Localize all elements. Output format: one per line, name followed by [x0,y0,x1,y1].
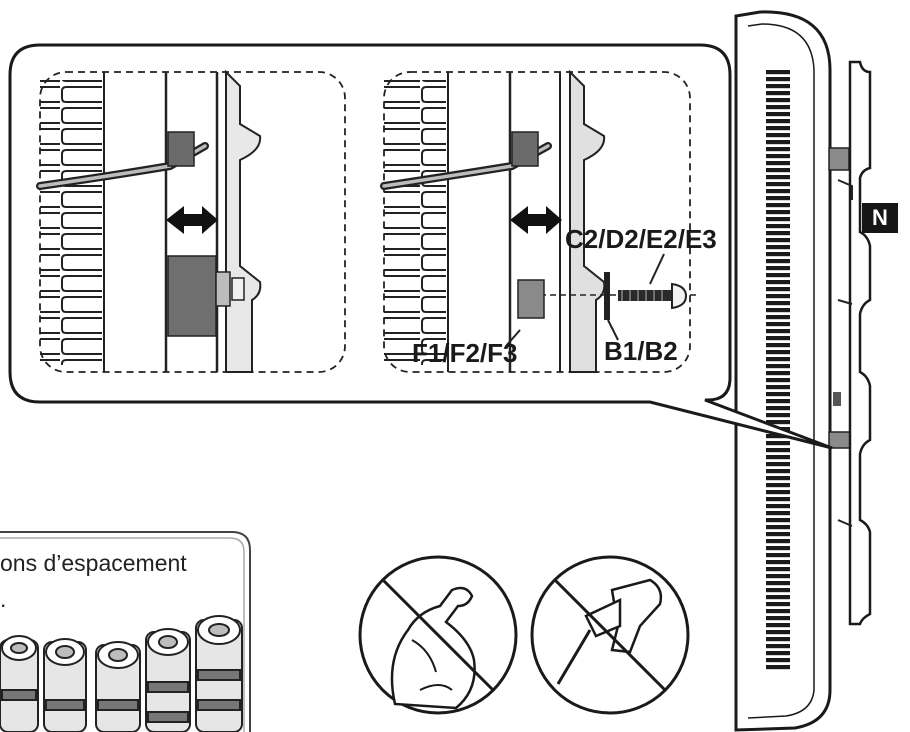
spacer-icon [95,641,141,732]
spacer-icon [0,635,39,732]
double-arrow-icon [510,206,562,234]
double-arrow-icon [166,206,218,234]
washer-icon [604,272,610,320]
spacer-icon [517,279,545,319]
cable-connector-icon [167,131,195,167]
detail-panel-right [380,69,700,373]
spacer-box [0,531,251,732]
no-excessive-force-icon [358,555,518,715]
spacer-icons [0,615,243,732]
tv-vent-slots [766,70,790,670]
wall-plate-badge: N [862,203,898,233]
wall-plate [833,60,872,626]
tv-side-profile [734,10,854,732]
spacer-block-icon [167,255,217,337]
spacer-icon [43,638,87,732]
spacer-box-title: ons d’espacement [0,550,187,576]
screw-icon [618,282,688,310]
detail-panel-left [36,69,346,373]
no-power-drill-icon [530,555,690,715]
screw-parts-label: C2/D2/E2/E3 [565,224,717,254]
spacer-box-subtitle: . [0,586,7,612]
spacer-parts-label: F1/F2/F3 [412,338,518,368]
spacer-icon [195,615,243,732]
spacer-icon [145,628,191,732]
washer-parts-label: B1/B2 [604,336,678,366]
